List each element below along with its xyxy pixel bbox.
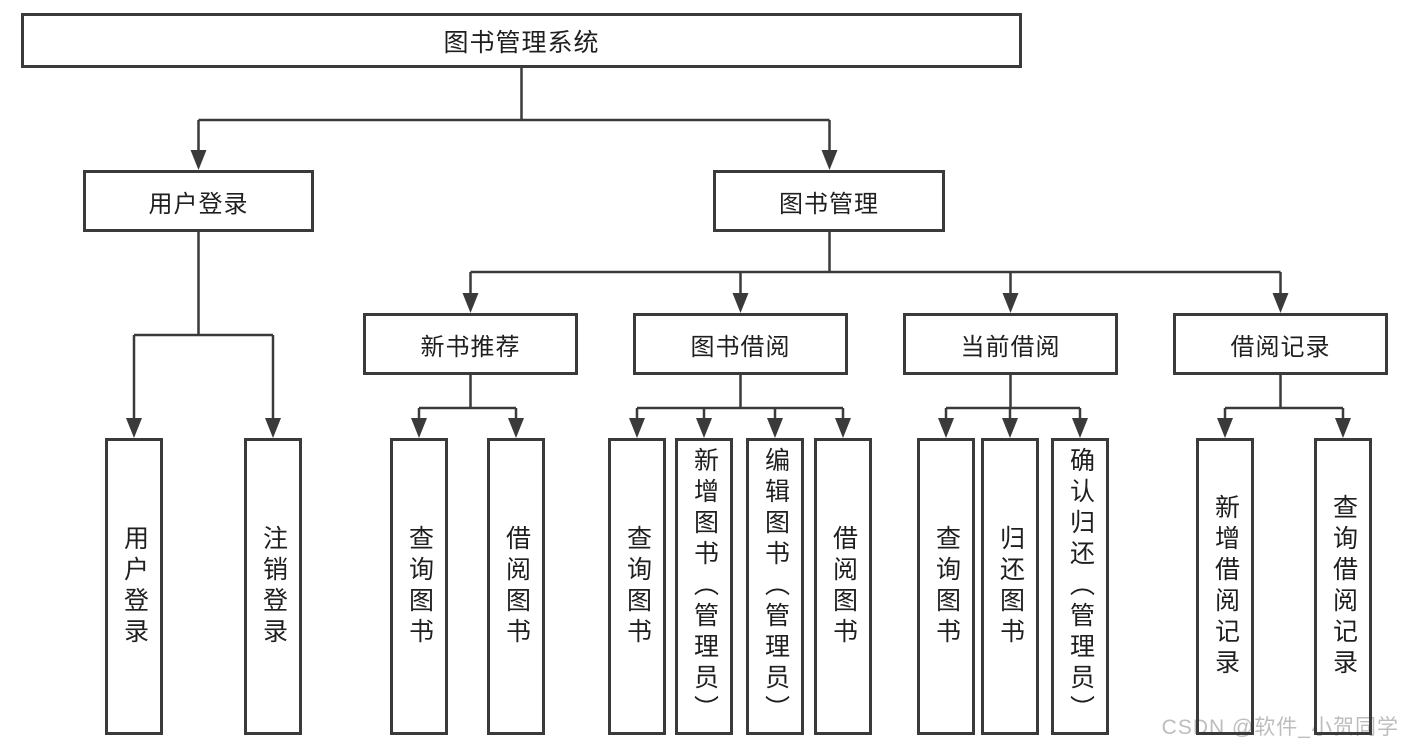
arrowhead: [1002, 293, 1019, 313]
leaf-user-login: 用户登录: [105, 438, 163, 735]
node-label: 编辑图书（管理员）: [761, 447, 790, 726]
arrowhead: [508, 418, 524, 438]
node-current-borrow: 当前借阅: [903, 313, 1118, 375]
node-book-borrow: 图书借阅: [633, 313, 848, 375]
node-label: 新增借阅记录: [1211, 493, 1240, 680]
leaf-query-books-recommend: 查询图书: [390, 438, 448, 735]
leaf-add-borrow-record: 新增借阅记录: [1196, 438, 1254, 735]
node-label: 用户登录: [120, 524, 149, 649]
node-label: 图书管理系统: [443, 28, 600, 57]
connector-root-to-level1: [190, 68, 838, 170]
node-label: 查询图书: [932, 524, 961, 649]
arrowhead: [1272, 293, 1289, 313]
arrowhead: [265, 418, 281, 438]
node-label: 归还图书: [996, 524, 1025, 649]
leaf-borrow-books-recommend: 借阅图书: [487, 438, 545, 735]
node-label: 查询借阅记录: [1329, 493, 1358, 680]
node-label: 图书借阅: [690, 333, 791, 361]
leaf-confirm-return-admin: 确认归还（管理员）: [1051, 438, 1109, 735]
node-label: 注销登录: [259, 524, 288, 649]
node-label: 新书推荐: [420, 333, 521, 361]
node-label: 当前借阅: [960, 333, 1061, 361]
node-label: 用户登录: [148, 190, 249, 218]
arrowhead: [411, 418, 427, 438]
leaf-add-books-admin: 新增图书（管理员）: [675, 438, 733, 735]
connector-borrow-records-to-leaves: [1217, 375, 1351, 438]
connector-current-borrow-to-leaves: [938, 375, 1088, 438]
arrowhead: [462, 293, 479, 313]
node-label: 借阅图书: [829, 524, 858, 649]
arrowhead: [835, 418, 851, 438]
leaf-borrow-books: 借阅图书: [814, 438, 872, 735]
arrowhead: [629, 418, 645, 438]
node-root-system: 图书管理系统: [21, 13, 1022, 68]
node-label: 新增图书（管理员）: [690, 447, 719, 726]
arrowhead: [732, 293, 749, 313]
connector-book-mgmt-to-level2: [462, 232, 1289, 313]
arrowhead: [1002, 418, 1018, 438]
arrowhead: [767, 418, 783, 438]
connector-new-book-to-leaves: [411, 375, 524, 438]
node-label: 借阅图书: [502, 524, 531, 649]
connector-user-login-to-leaves: [126, 232, 281, 438]
leaf-edit-books-admin: 编辑图书（管理员）: [746, 438, 804, 735]
arrowhead: [1335, 418, 1351, 438]
arrowhead: [1072, 418, 1088, 438]
arrowhead: [1217, 418, 1233, 438]
arrowhead: [126, 418, 142, 438]
leaf-query-books-borrow: 查询图书: [608, 438, 666, 735]
node-borrow-records: 借阅记录: [1173, 313, 1388, 375]
leaf-logout: 注销登录: [244, 438, 302, 735]
leaf-return-books: 归还图书: [981, 438, 1039, 735]
node-label: 查询图书: [405, 524, 434, 649]
node-label: 确认归还（管理员）: [1066, 447, 1095, 726]
node-new-book-recommend: 新书推荐: [363, 313, 578, 375]
node-label: 图书管理: [779, 190, 879, 218]
leaf-query-borrow-record: 查询借阅记录: [1314, 438, 1372, 735]
node-user-login: 用户登录: [83, 170, 314, 232]
node-label: 借阅记录: [1230, 333, 1331, 361]
node-label: 查询图书: [623, 524, 652, 649]
arrowhead: [821, 150, 838, 170]
arrowhead: [190, 150, 207, 170]
arrowhead: [938, 418, 954, 438]
leaf-query-books-current: 查询图书: [917, 438, 975, 735]
node-book-management: 图书管理: [713, 170, 945, 232]
arrowhead: [696, 418, 712, 438]
connector-book-borrow-to-leaves: [629, 375, 851, 438]
